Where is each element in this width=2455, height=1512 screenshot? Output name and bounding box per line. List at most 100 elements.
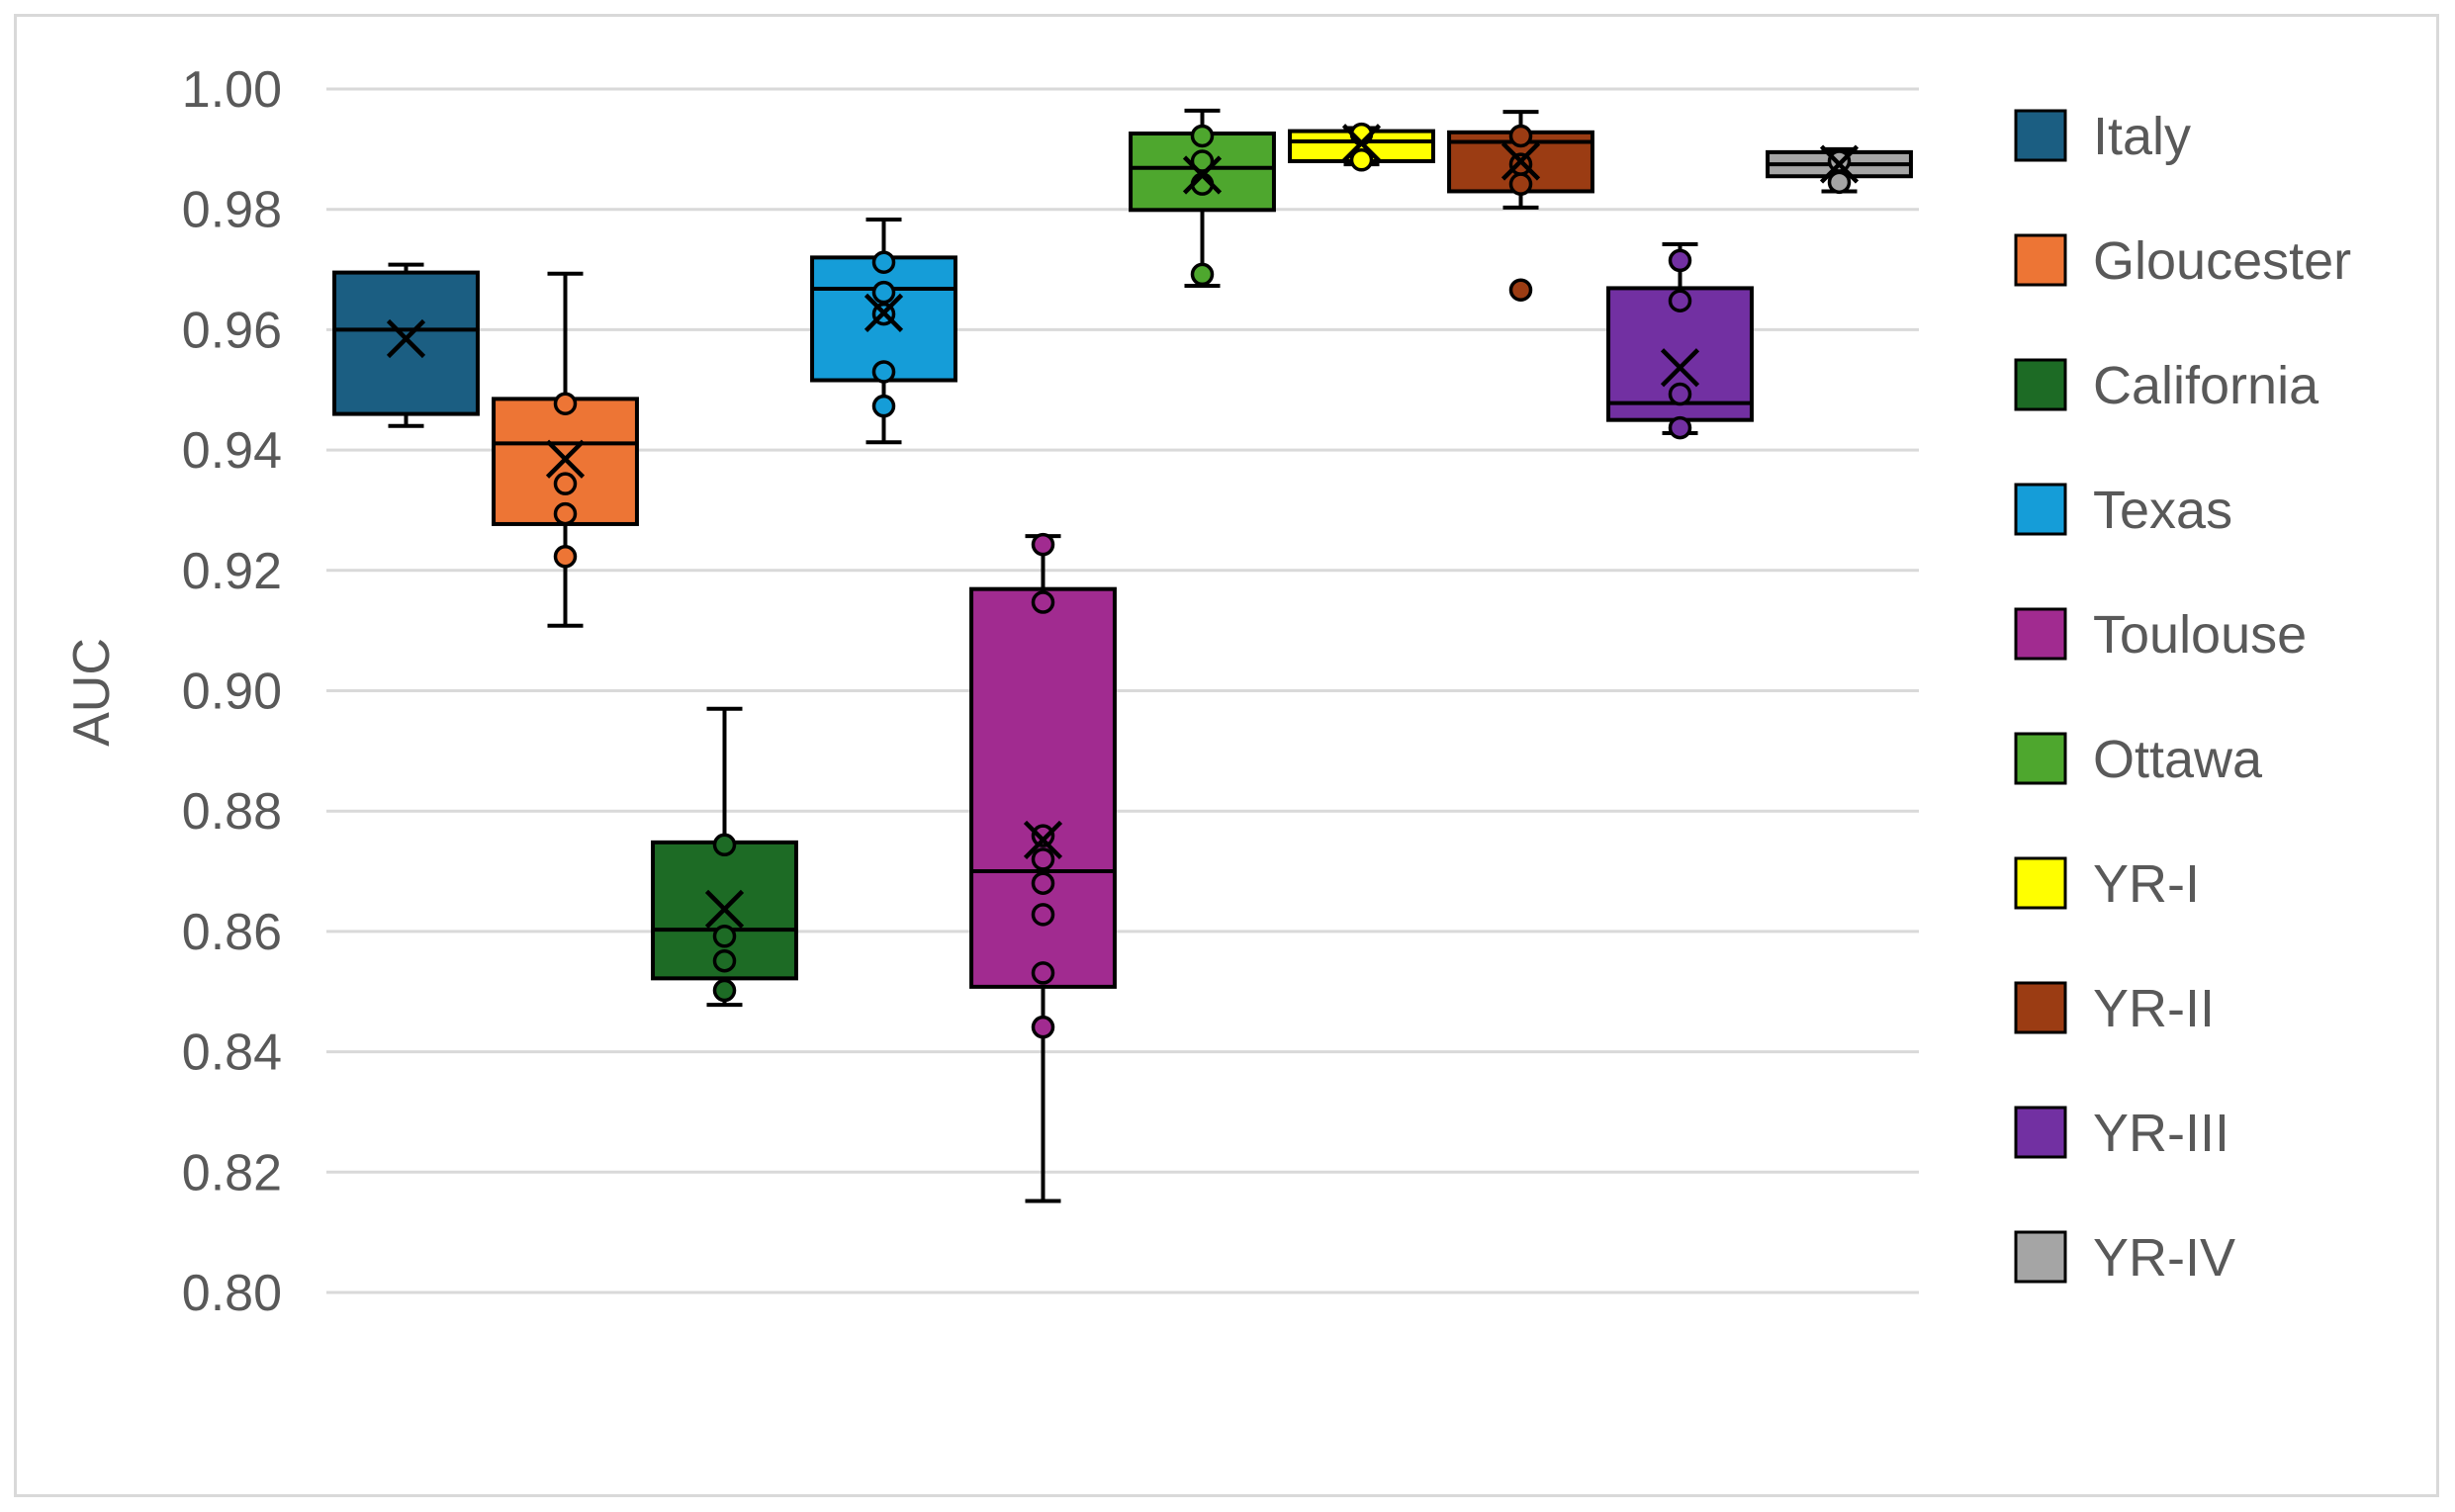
data-point [1190,149,1215,173]
mean-marker [545,439,586,479]
box [332,270,480,416]
boxes [332,108,1913,1203]
legend-item: Italy [2014,107,2191,166]
box-group [332,262,480,428]
legend-label: Texas [2093,481,2232,540]
mean-marker [1819,144,1860,184]
legend-swatch [2014,732,2067,785]
data-point [1190,262,1215,287]
legend-swatch [2014,607,2067,661]
data-point [1031,824,1055,847]
mean-marker [1341,124,1382,163]
y-axis-ticks: 0.80 0.82 0.84 0.86 0.88 0.90 0.92 0.94 0.96 0.98… [182,61,282,1322]
mean-marker [864,293,904,332]
y-tick-label: 0.80 [182,1265,282,1322]
data-point [712,948,737,973]
data-point [871,250,896,274]
legend-swatch [2014,981,2067,1034]
legend-label: YR-III [2093,1104,2229,1163]
data-point [712,833,737,857]
outlier-point [1508,278,1533,302]
legend-item: YR-II [2014,979,2215,1038]
legend-swatch [2014,856,2067,910]
mean-marker [1023,820,1063,859]
legend-swatch [2014,1106,2067,1159]
legend-label: YR-II [2093,979,2215,1038]
mean-marker [386,318,426,359]
box [969,586,1117,989]
legend-label: Italy [2093,107,2191,166]
mean-marker [704,889,745,929]
legend-swatch [2014,483,2067,536]
legend: ItalyGloucesterCaliforniaTexasToulouseOt… [2014,107,2351,1288]
y-tick-label: 0.92 [182,543,282,600]
legend-label: Toulouse [2093,605,2307,665]
data-point [553,501,578,526]
gridlines [326,87,1919,1294]
y-tick-label: 0.84 [182,1024,282,1082]
data-point [1031,1015,1055,1039]
legend-item: California [2014,356,2319,415]
data-point [1668,248,1692,273]
data-point [1190,124,1215,148]
data-point [1668,415,1692,440]
legend-label: YR-IV [2093,1228,2235,1288]
y-tick-label: 0.96 [182,302,282,359]
y-tick-label: 0.88 [182,783,282,841]
legend-item: YR-IV [2014,1228,2235,1288]
legend-label: YR-I [2093,854,2200,914]
data-point [871,360,896,384]
legend-item: YR-III [2014,1104,2229,1163]
data-point [1031,590,1055,614]
data-point [712,978,737,1003]
legend-item: Gloucester [2014,231,2351,291]
data-point [1031,871,1055,895]
legend-label: Ottawa [2093,730,2263,789]
legend-label: Gloucester [2093,231,2351,291]
data-point [1031,903,1055,927]
data-point [1827,170,1852,195]
legend-item: YR-I [2014,854,2200,914]
data-point [1031,847,1055,871]
data-point [553,392,578,415]
box-group [969,532,1117,1203]
mean-marker [1500,141,1541,181]
box-group [651,706,798,1008]
data-point [553,545,578,569]
y-tick-label: 0.82 [182,1144,282,1201]
mean-marker [1182,155,1223,195]
legend-item: Ottawa [2014,730,2263,789]
data-point [712,925,737,948]
y-tick-label: 0.90 [182,664,282,721]
box-group [1606,241,1754,440]
mean-marker [1660,348,1700,388]
box-group [1447,110,1594,302]
y-tick-label: 1.00 [182,61,282,119]
data-point [1668,289,1692,312]
box-group [810,218,957,445]
box-group [1766,144,1913,195]
legend-label: California [2093,356,2319,415]
y-tick-label: 0.86 [182,904,282,961]
data-point [1031,532,1055,557]
data-point [1031,961,1055,985]
legend-item: Texas [2014,481,2232,540]
legend-swatch [2014,1230,2067,1284]
y-tick-label: 0.98 [182,182,282,239]
data-point [1508,172,1533,196]
y-tick-label: 0.94 [182,422,282,480]
data-point [1668,382,1692,406]
data-point [553,472,578,495]
y-axis-label: AUC [63,638,121,747]
data-point [871,394,896,418]
legend-item: Toulouse [2014,605,2307,665]
legend-swatch [2014,358,2067,411]
box-group [1288,122,1435,172]
box-group [492,271,639,628]
legend-swatch [2014,233,2067,287]
data-point [1508,124,1533,148]
data-point [871,280,896,305]
box-group [1129,108,1276,288]
data-point [1349,148,1374,172]
